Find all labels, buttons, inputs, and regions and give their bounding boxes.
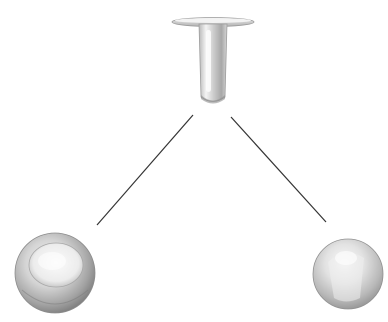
flat-top-cap-icon xyxy=(15,233,95,313)
rivet-post-icon xyxy=(172,18,254,104)
connector-line-right xyxy=(231,117,326,222)
connector-line-left xyxy=(97,115,193,225)
domed-cap-icon xyxy=(313,239,383,309)
